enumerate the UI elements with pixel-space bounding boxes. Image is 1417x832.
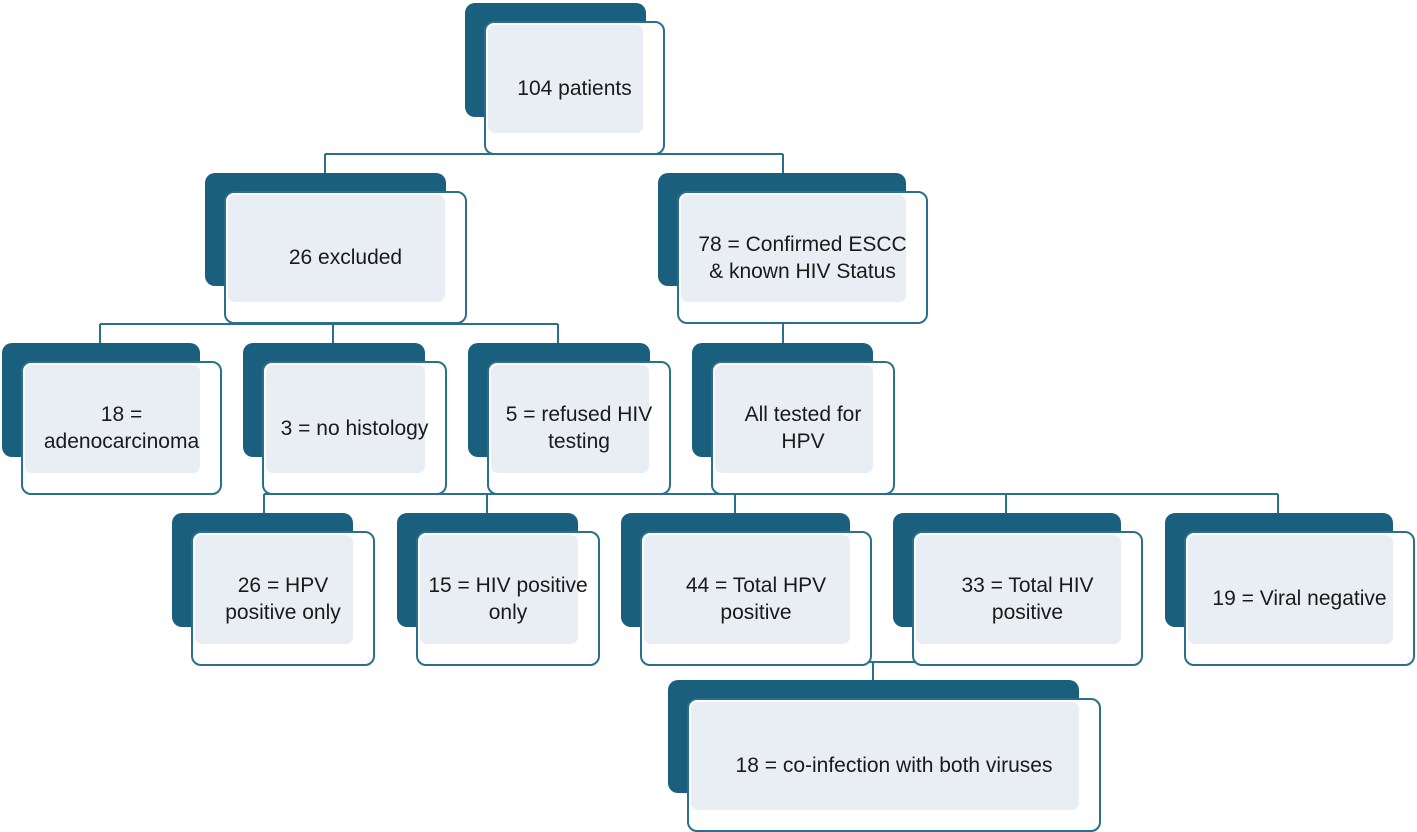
node-label: 5 = refused HIV testing [505, 403, 653, 453]
node-label: All tested for HPV [744, 403, 862, 453]
node-label: 104 patients [517, 76, 632, 100]
node-label: 44 = Total HPV positive [685, 573, 827, 624]
node-label: 3 = no histology [280, 416, 429, 440]
node-label: 18 = co-infection with both viruses [735, 753, 1053, 777]
node-label: 26 = HPV positive only [225, 573, 341, 624]
node-label: 26 excluded [288, 246, 403, 269]
node-label: 18 = adenocarcinoma [43, 403, 200, 453]
node-label: 78 = Confirmed ESCC & known HIV Status [698, 232, 907, 283]
node-label: 19 = Viral negative [1212, 587, 1387, 610]
node-label: 33 = Total HIV positive [961, 573, 1094, 624]
node-label: 15 = HIV positive only [428, 573, 588, 624]
